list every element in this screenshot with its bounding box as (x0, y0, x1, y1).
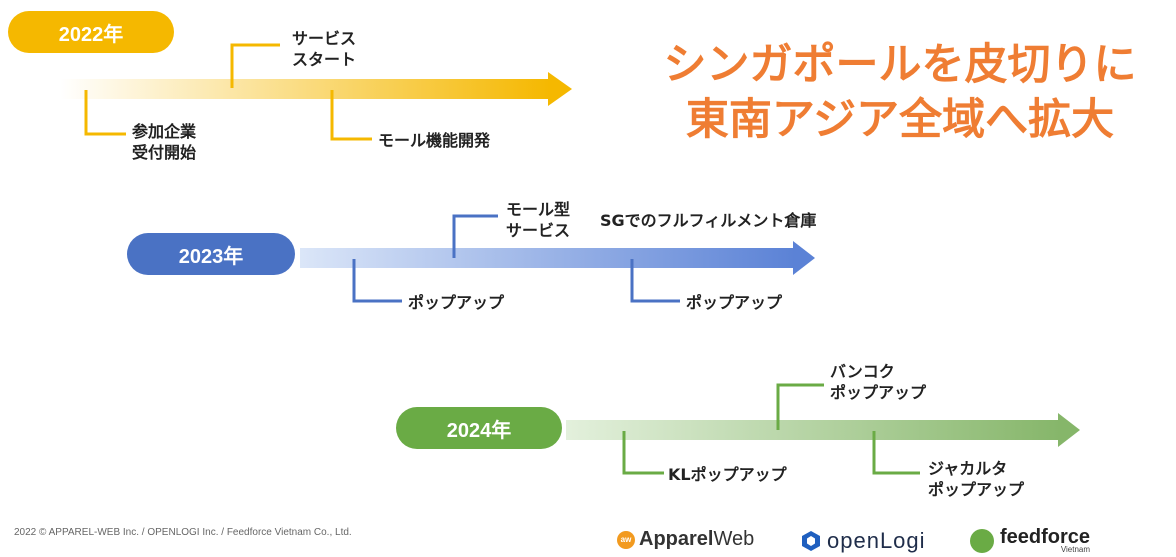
year-badge-2024: 2024年 (396, 407, 562, 449)
apparelweb-logo: aw Apparel Web (617, 528, 754, 551)
apparelweb-light: Web (713, 528, 755, 550)
event-label-mall-service: モール型 サービス (506, 200, 571, 240)
connector-2024-kl (622, 431, 664, 475)
feedforce-wordmark: feedforce (1000, 526, 1091, 548)
openlogi-logo: openLogi (800, 528, 926, 554)
openlogi-wordmark: openLogi (827, 528, 926, 553)
event-label-popup-2023-2: ポップアップ (686, 293, 783, 312)
event-label-kl-popup: KLポップアップ (668, 465, 787, 484)
event-label-mall-dev: モール機能開発 (378, 131, 491, 150)
aw-badge-icon: aw (617, 530, 635, 549)
event-label-jakarta-popup: ジャカルタ ポップアップ (928, 459, 1025, 499)
connector-2024-jakarta (872, 431, 920, 475)
connector-2022-service-start (230, 43, 280, 88)
timeline-2024-arrow (566, 413, 1080, 447)
copyright-text: 2022 © APPAREL-WEB Inc. / OPENLOGI Inc. … (14, 527, 352, 538)
event-label-bangkok-popup: バンコク ポップアップ (830, 362, 927, 402)
year-badge-2023: 2023年 (127, 233, 295, 275)
feedforce-subtitle: Vietnam (1060, 545, 1091, 554)
year-badge-2022: 2022年 (8, 11, 174, 53)
event-label-participant-reception: 参加企業 受付開始 (132, 122, 197, 162)
feedforce-logo: feedforce Vietnam (970, 526, 1091, 554)
timeline-2023-arrow (300, 241, 815, 275)
headline: シンガポールを皮切りに 東南アジア全域へ拡大 (663, 40, 1137, 145)
event-label-service-start: サービス スタート (292, 29, 357, 69)
connector-2023-mall-service (452, 214, 498, 258)
feedforce-ff-icon (970, 529, 994, 553)
connector-2024-bangkok (776, 383, 824, 430)
event-label-sg-fulfillment: SGでのフルフィルメント倉庫 (600, 211, 817, 230)
connector-2023-popup-2 (630, 259, 680, 303)
timeline-2022-arrow (60, 72, 572, 106)
openlogi-cube-icon (802, 531, 820, 551)
connector-2022-participant-reception (84, 90, 126, 136)
apparelweb-bold: Apparel (639, 528, 714, 550)
connector-2023-popup-1 (352, 259, 402, 303)
connector-2022-mall-dev (330, 90, 372, 141)
event-label-popup-2023-1: ポップアップ (408, 293, 505, 312)
